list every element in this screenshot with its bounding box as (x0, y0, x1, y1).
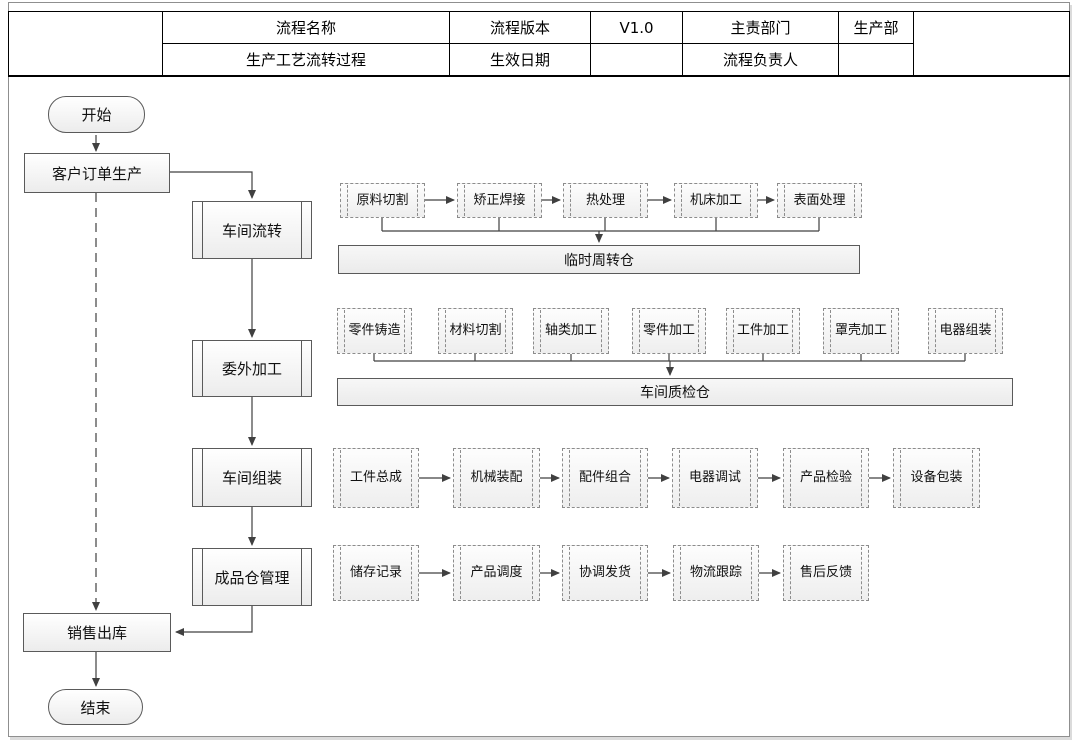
process-step: 储存记录 (333, 545, 419, 601)
stage-label: 委外加工 (221, 360, 282, 378)
step-label: 协调发货 (579, 565, 632, 581)
stage-finished-warehouse: 成品仓管理 (192, 548, 312, 606)
process-step: 机床加工 (674, 183, 758, 218)
step-label: 工件总成 (350, 470, 403, 486)
stage-workshop-flow: 车间流转 (192, 201, 312, 259)
process-step: 电器调试 (672, 448, 758, 508)
process-name-value: 生产工艺流转过程 (163, 44, 449, 75)
warehouse-label: 临时周转仓 (564, 252, 634, 269)
owner-value (839, 44, 913, 75)
step-label: 产品检验 (800, 470, 853, 486)
warehouse-label: 车间质检仓 (640, 385, 710, 401)
header-empty-cell (914, 12, 1069, 75)
process-step: 工件加工 (726, 308, 800, 354)
effective-date-value (591, 44, 682, 75)
end-label: 结束 (80, 698, 111, 717)
sales-outbound-node: 销售出库 (23, 613, 171, 652)
process-step: 物流跟踪 (673, 545, 759, 601)
header-table: 流程名称 流程版本 V1.0 主责部门 生产部 生产工艺流转过程 生效日期 流程… (8, 11, 1070, 77)
workshop-qc-warehouse-bar: 车间质检仓 (337, 378, 1013, 406)
temp-transfer-warehouse-bar: 临时周转仓 (338, 245, 860, 274)
version-label: 流程版本 (450, 12, 590, 43)
process-step: 机械装配 (453, 448, 540, 508)
step-label: 电器调试 (689, 470, 742, 486)
owner-label: 流程负责人 (683, 44, 838, 75)
process-step: 工件总成 (333, 448, 419, 508)
step-label: 机械装配 (470, 470, 523, 486)
process-step: 零件加工 (632, 308, 706, 354)
stage-label: 车间流转 (221, 221, 282, 240)
process-step: 产品调度 (453, 545, 540, 601)
end-node: 结束 (48, 689, 143, 725)
process-step: 热处理 (563, 183, 648, 218)
stage-label: 车间组装 (221, 469, 282, 487)
process-name-label: 流程名称 (163, 12, 449, 43)
version-value: V1.0 (591, 12, 682, 43)
step-label: 设备包装 (910, 470, 963, 486)
process-step: 协调发货 (562, 545, 648, 601)
process-step: 设备包装 (893, 448, 980, 508)
step-label: 罩壳加工 (835, 323, 888, 339)
stage-outsourced-processing: 委外加工 (192, 340, 312, 397)
stage-workshop-assembly: 车间组装 (192, 448, 312, 507)
process-step: 售后反馈 (783, 545, 869, 601)
customer-order-node: 客户订单生产 (24, 153, 170, 193)
step-label: 配件组合 (579, 470, 632, 486)
effective-date-label: 生效日期 (450, 44, 590, 75)
start-node: 开始 (48, 96, 145, 133)
step-label: 材料切割 (449, 323, 502, 339)
process-step: 表面处理 (777, 183, 862, 218)
step-label: 零件加工 (643, 323, 696, 339)
step-label: 原料切割 (356, 192, 409, 208)
step-label: 售后反馈 (800, 565, 853, 581)
sales-outbound-label: 销售出库 (66, 624, 127, 642)
process-step: 配件组合 (562, 448, 648, 508)
customer-order-label: 客户订单生产 (51, 164, 142, 183)
department-value: 生产部 (839, 12, 913, 43)
step-label: 轴类加工 (545, 323, 598, 339)
step-label: 矫正焊接 (473, 192, 526, 208)
process-step: 罩壳加工 (823, 308, 899, 354)
step-label: 工件加工 (737, 323, 790, 339)
start-label: 开始 (81, 106, 112, 124)
header-empty-cell (9, 12, 162, 75)
process-step: 原料切割 (340, 183, 425, 218)
step-label: 产品调度 (470, 565, 523, 581)
stage-label: 成品仓管理 (214, 568, 290, 587)
department-label: 主责部门 (683, 12, 838, 43)
step-label: 物流跟踪 (690, 565, 743, 581)
sheet-frame (8, 2, 1070, 737)
process-step: 电器组装 (928, 308, 1003, 354)
step-label: 储存记录 (350, 565, 403, 581)
process-step: 产品检验 (783, 448, 869, 508)
step-label: 电器组装 (939, 323, 992, 339)
step-label: 机床加工 (690, 192, 743, 208)
process-step: 矫正焊接 (457, 183, 542, 218)
process-step: 轴类加工 (533, 308, 609, 354)
step-label: 零件铸造 (348, 323, 401, 339)
process-step: 零件铸造 (337, 308, 412, 354)
step-label: 表面处理 (793, 192, 846, 208)
step-label: 热处理 (585, 192, 625, 208)
process-step: 材料切割 (438, 308, 513, 354)
